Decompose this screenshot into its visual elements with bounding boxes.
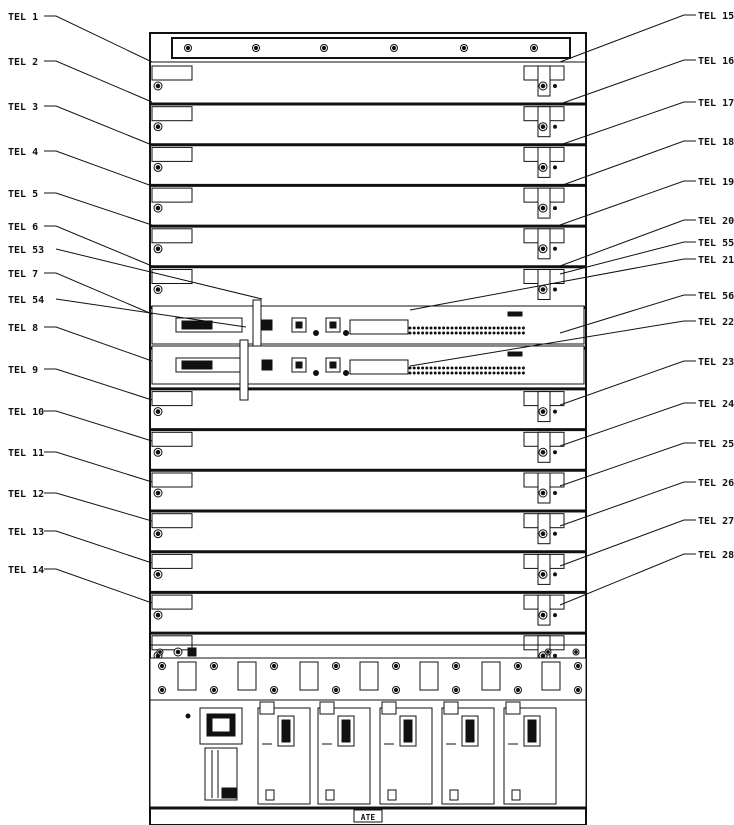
right-callout-label: TEL 27: [698, 516, 734, 527]
left-leader-line: [44, 15, 153, 63]
left-leader-line: [55, 248, 263, 300]
right-callout-label: TEL 18: [698, 137, 734, 148]
right-leader-line: [559, 360, 696, 406]
left-leader-line: [55, 298, 247, 328]
right-leader-line: [559, 553, 696, 606]
right-callout-label: TEL 26: [698, 478, 734, 489]
left-callout-label: TEL 4: [8, 147, 38, 158]
slot-ejectors: [151, 553, 565, 585]
left-callout-label: TEL 54: [8, 295, 44, 306]
power-supply-unit: [379, 701, 433, 805]
left-leader-line: [44, 530, 153, 564]
right-leader-line: [559, 14, 696, 63]
left-leader-line: [44, 326, 153, 362]
bottom-plate-label: ATE: [361, 813, 376, 822]
left-leader-line: [44, 368, 153, 401]
right-callout-label: TEL 15: [698, 11, 734, 22]
right-leader-line: [559, 241, 696, 275]
right-callout-label: TEL 21: [698, 255, 734, 266]
slot-ejectors: [151, 146, 565, 178]
right-leader-line: [559, 180, 696, 226]
right-leader-line: [559, 59, 696, 105]
right-leader-line: [559, 481, 696, 527]
right-callouts: TEL 15 TEL 16 TEL 17 TEL 18 TEL 19 TEL 20 TEL …: [409, 11, 734, 606]
slot-ejectors: [151, 228, 565, 260]
right-callout-label: TEL 56: [698, 291, 734, 302]
right-leader-line: [559, 101, 696, 146]
left-callout-label: TEL 12: [8, 489, 44, 500]
left-callout-label: TEL 2: [8, 57, 38, 68]
right-callout-label: TEL 25: [698, 439, 734, 450]
right-leader-line: [559, 519, 696, 567]
right-callout-label: TEL 16: [698, 56, 734, 67]
left-leader-line: [44, 150, 153, 187]
left-callout-label: TEL 14: [8, 565, 44, 576]
power-supply-unit: [317, 701, 371, 805]
right-callout-label: TEL 17: [698, 98, 734, 109]
line-card-modules: [151, 299, 585, 401]
right-leader-line: [559, 140, 696, 187]
bottom-plate: [353, 809, 383, 823]
slot-ejectors: [151, 513, 565, 545]
top-rail-screws: [184, 44, 538, 52]
power-supply-unit: [503, 701, 557, 805]
right-leader-line: [559, 219, 696, 267]
left-callout-label: TEL 7: [8, 269, 38, 280]
right-callout-label: TEL 28: [698, 550, 734, 561]
left-callout-label: TEL 13: [8, 527, 44, 538]
top-rail: [171, 37, 571, 59]
left-callout-label: TEL 3: [8, 102, 38, 113]
left-leader-line: [44, 410, 153, 442]
power-supply-unit: [257, 701, 311, 805]
right-callout-label: TEL 20: [698, 216, 734, 227]
left-leader-line: [44, 568, 153, 604]
right-leader-line: [409, 320, 696, 367]
slot-ejectors: [151, 431, 565, 463]
right-callout-label: TEL 19: [698, 177, 734, 188]
left-leader-line: [44, 225, 153, 267]
right-leader-line: [559, 442, 696, 487]
left-callout-label: TEL 53: [8, 245, 44, 256]
left-callout-label: TEL 8: [8, 323, 38, 334]
left-leader-line: [44, 492, 153, 522]
power-supply-bay: [149, 699, 587, 810]
right-leader-line: [559, 294, 696, 334]
slot-ejectors: [151, 594, 565, 626]
left-callout-label: TEL 9: [8, 365, 38, 376]
slot-ejectors: [151, 65, 565, 97]
slot-ejectors: [151, 106, 565, 138]
left-leader-line: [44, 272, 153, 315]
left-callouts: TEL 1 TEL 2 TEL 3 TEL 4 TEL 5 TEL 6 TEL 53 TEL …: [8, 12, 263, 604]
right-callout-label: TEL 55: [698, 238, 734, 249]
right-leader-line: [559, 402, 696, 447]
line-card: [151, 299, 585, 361]
left-leader-line: [44, 192, 153, 226]
left-callout-label: TEL 1: [8, 12, 38, 23]
left-leader-line: [44, 451, 153, 483]
slot-ejectors: [151, 472, 565, 504]
right-callout-label: TEL 24: [698, 399, 734, 410]
power-supply-unit: [441, 701, 495, 805]
left-callout-label: TEL 6: [8, 222, 38, 233]
slot-ejectors: [151, 187, 565, 219]
right-callout-label: TEL 23: [698, 357, 734, 368]
fan-tray: [149, 657, 587, 701]
slot-ejectors: [151, 391, 565, 423]
left-callout-label: TEL 10: [8, 407, 44, 418]
line-card: [151, 339, 585, 401]
left-leader-line: [44, 105, 153, 146]
right-callout-label: TEL 22: [698, 317, 734, 328]
left-leader-line: [44, 60, 153, 103]
left-callout-label: TEL 11: [8, 448, 44, 459]
left-callout-label: TEL 5: [8, 189, 38, 200]
ac-inlet: [185, 707, 243, 801]
right-leader-line: [409, 258, 696, 311]
